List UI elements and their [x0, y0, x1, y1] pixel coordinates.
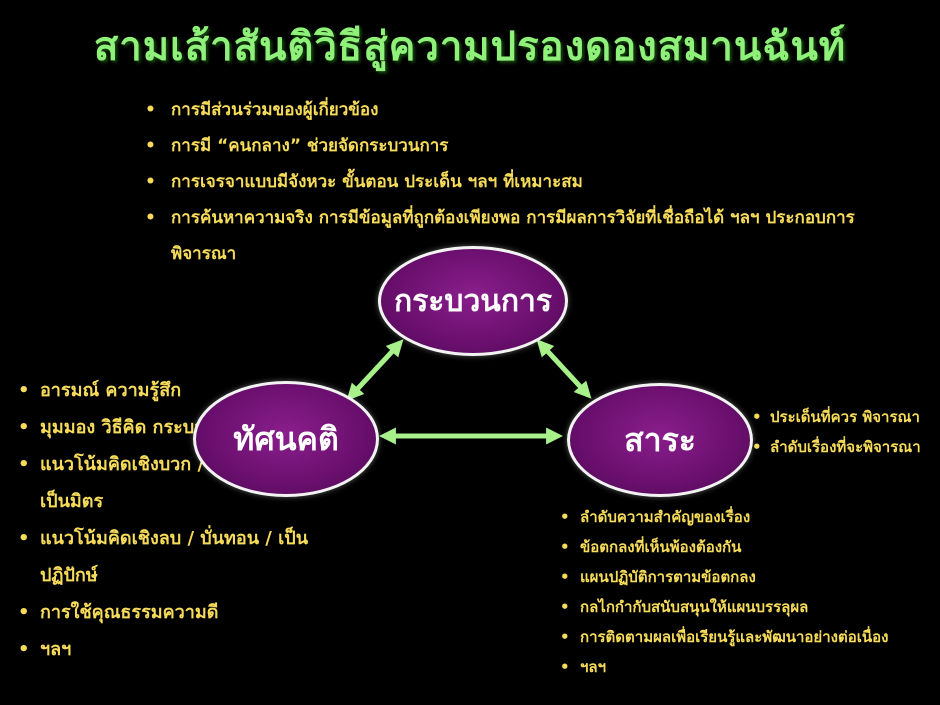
- attitude-node-label: ทัศนคติ: [233, 419, 339, 458]
- bullet-icon: •: [560, 508, 570, 526]
- bullet-icon: •: [18, 454, 30, 475]
- process-bullet-list: • การมีส่วนร่วมของผู้เกี่ยวข้อง • การมี “คน…: [145, 92, 905, 272]
- list-item: • ประเด็นที่ควร พิจารณา: [752, 402, 937, 432]
- list-item: • แผนปฏิบัติการตามข้อตกลง: [560, 562, 935, 592]
- bullet-icon: •: [560, 598, 570, 616]
- list-item: • การติดตามผลเพื่อเรียนรู้และพัฒนาอย่างต่…: [560, 622, 935, 652]
- content-node: สาระ: [567, 383, 753, 497]
- list-item: • การค้นหาความจริง การมีข้อมูลที่ถูกต้องเ…: [145, 200, 905, 272]
- list-item: • ฯลฯ: [18, 631, 318, 668]
- bullet-icon: •: [18, 602, 30, 623]
- list-item-text: การเจรจาแบบมีจังหวะ ขั้นตอน ประเด็น ฯลฯ …: [171, 172, 583, 192]
- bullet-icon: •: [752, 408, 762, 426]
- list-item: • แนวโน้มคิดเชิงลบ / บั่นทอน / เป็นปฏิปัก…: [18, 520, 318, 594]
- list-item-text: แผนปฏิบัติการตามข้อตกลง: [580, 568, 756, 586]
- process-node: กระบวนการ: [378, 246, 568, 356]
- bullet-icon: •: [145, 172, 156, 192]
- bullet-icon: •: [18, 639, 30, 660]
- bullet-icon: •: [18, 417, 30, 438]
- page-title: สามเส้าสันติวิธีสู่ความปรองดองสมานฉันท์: [93, 24, 847, 70]
- list-item-text: การมีส่วนร่วมของผู้เกี่ยวข้อง: [171, 100, 379, 120]
- bullet-icon: •: [18, 528, 30, 549]
- arrow-process-content: [536, 339, 592, 399]
- bullet-icon: •: [145, 208, 156, 228]
- list-item: • ข้อตกลงที่เห็นพ้องต้องกัน: [560, 532, 935, 562]
- list-item-text: แนวโน้มคิดเชิงลบ / บั่นทอน / เป็นปฏิปักษ…: [40, 528, 309, 586]
- arrow-process-attitude: [346, 339, 404, 401]
- list-item: • กลไกกำกับสนับสนุนให้แผนบรรลุผล: [560, 592, 935, 622]
- list-item: • ลำดับเรื่องที่จะพิจารณา: [752, 432, 937, 462]
- bullet-icon: •: [560, 568, 570, 586]
- list-item-text: ลำดับความสำคัญของเรื่อง: [580, 508, 751, 526]
- attitude-node: ทัศนคติ: [193, 381, 379, 497]
- bullet-icon: •: [560, 658, 570, 676]
- list-item: • การมีส่วนร่วมของผู้เกี่ยวข้อง: [145, 92, 905, 128]
- list-item-text: การติดตามผลเพื่อเรียนรู้และพัฒนาอย่างต่อ…: [580, 628, 889, 646]
- bullet-icon: •: [752, 438, 762, 456]
- content-node-label: สาระ: [624, 420, 696, 459]
- list-item: • อารมณ์ ความรู้สึก: [18, 372, 318, 409]
- list-item-text: ฯลฯ: [580, 658, 607, 676]
- list-item-text: ฯลฯ: [40, 639, 72, 660]
- bullet-icon: •: [145, 136, 156, 156]
- list-item: • ฯลฯ: [560, 652, 935, 682]
- list-item-text: ข้อตกลงที่เห็นพ้องต้องกัน: [580, 538, 742, 556]
- list-item-text: การใช้คุณธรรมความดี: [40, 602, 219, 623]
- list-item-text: ประเด็นที่ควร พิจารณา: [770, 408, 920, 426]
- list-item-text: กลไกกำกับสนับสนุนให้แผนบรรลุผล: [580, 598, 809, 616]
- content-side-bullet-list: • ประเด็นที่ควร พิจารณา • ลำดับเรื่องที่จะพ…: [752, 402, 937, 462]
- list-item-text: ลำดับเรื่องที่จะพิจารณา: [770, 438, 921, 456]
- bullet-icon: •: [145, 100, 156, 120]
- list-item: • ลำดับความสำคัญของเรื่อง: [560, 502, 935, 532]
- bullet-icon: •: [18, 380, 30, 401]
- list-item: • การใช้คุณธรรมความดี: [18, 594, 318, 631]
- list-item-text: อารมณ์ ความรู้สึก: [40, 380, 182, 401]
- list-item-text: การมี “คนกลาง” ช่วยจัดกระบวนการ: [171, 136, 449, 156]
- process-node-label: กระบวนการ: [394, 283, 552, 319]
- bullet-icon: •: [560, 538, 570, 556]
- list-item: • การเจรจาแบบมีจังหวะ ขั้นตอน ประเด็น ฯลฯ…: [145, 164, 905, 200]
- list-item-text: การค้นหาความจริง การมีข้อมูลที่ถูกต้องเพ…: [171, 208, 855, 264]
- list-item: • การมี “คนกลาง” ช่วยจัดกระบวนการ: [145, 128, 905, 164]
- content-bullet-list: • ลำดับความสำคัญของเรื่อง • ข้อตกลงที่เห็นพ…: [560, 502, 935, 682]
- bullet-icon: •: [560, 628, 570, 646]
